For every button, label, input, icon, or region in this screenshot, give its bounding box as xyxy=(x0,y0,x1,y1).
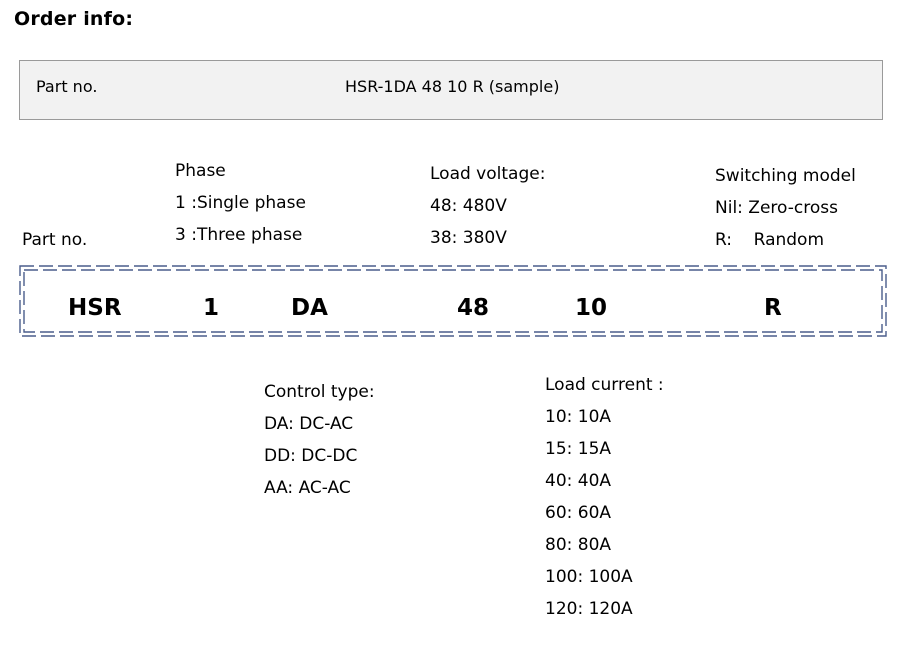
load-voltage-block: Load voltage: 48: 480V 38: 380V xyxy=(430,158,545,254)
control-type-option: DD: DC-DC xyxy=(264,446,358,466)
load-current-option: 10: 10A xyxy=(545,407,612,427)
code-segment-series: HSR xyxy=(68,295,122,321)
switching-model-option: Nil: Zero-cross xyxy=(715,198,838,218)
page-title: Order info: xyxy=(14,8,134,30)
load-voltage-option: 48: 480V xyxy=(430,196,507,216)
part-number-label: Part no. xyxy=(22,230,88,250)
load-current-option: 120: 120A xyxy=(545,599,633,619)
load-current-heading: Load current : xyxy=(545,375,664,395)
control-type-option: DA: DC-AC xyxy=(264,414,354,434)
code-segment-voltage: 48 xyxy=(457,295,490,321)
part-number-box: Part no. HSR-1DA 48 10 R (sample) xyxy=(19,60,883,120)
load-current-option: 80: 80A xyxy=(545,535,612,555)
switching-model-heading: Switching model xyxy=(715,166,856,186)
code-segment-phase: 1 xyxy=(203,295,220,321)
load-current-option: 15: 15A xyxy=(545,439,612,459)
phase-option: 1 :Single phase xyxy=(175,193,306,213)
control-type-heading: Control type: xyxy=(264,382,375,402)
control-type-option: AA: AC-AC xyxy=(264,478,351,498)
load-voltage-heading: Load voltage: xyxy=(430,164,546,184)
phase-heading: Phase xyxy=(175,161,226,181)
load-current-option: 60: 60A xyxy=(545,503,612,523)
part-number-box-value: HSR-1DA 48 10 R (sample) xyxy=(345,77,560,96)
code-frame xyxy=(19,265,887,337)
code-segment-switching: R xyxy=(764,295,782,321)
switching-model-option: R: Random xyxy=(715,230,825,250)
switching-model-block: Switching model Nil: Zero-cross R: Rando… xyxy=(715,160,856,256)
phase-option: 3 :Three phase xyxy=(175,225,303,245)
load-current-option: 100: 100A xyxy=(545,567,633,587)
control-type-block: Control type: DA: DC-AC DD: DC-DC AA: AC… xyxy=(264,376,375,504)
part-number-box-label: Part no. xyxy=(36,77,98,96)
code-segment-control: DA xyxy=(291,295,328,321)
load-voltage-option: 38: 380V xyxy=(430,228,507,248)
load-current-block: Load current : 10: 10A 15: 15A 40: 40A 6… xyxy=(545,369,664,625)
load-current-option: 40: 40A xyxy=(545,471,612,491)
code-segment-current: 10 xyxy=(575,295,608,321)
phase-block: Phase 1 :Single phase 3 :Three phase xyxy=(175,155,306,251)
